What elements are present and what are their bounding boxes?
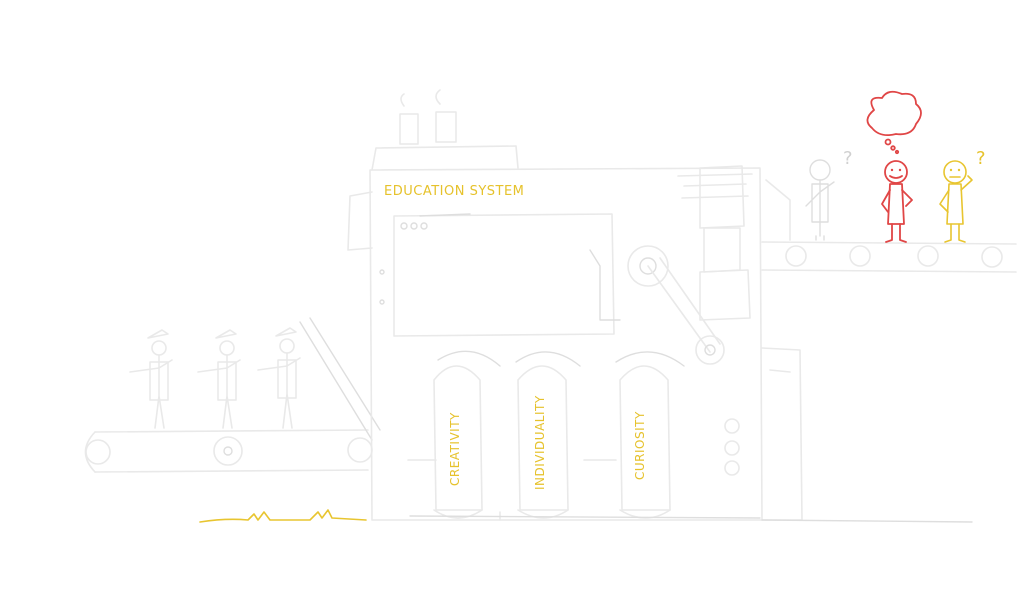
grass-tuft — [199, 509, 367, 523]
yellow-figure — [939, 160, 973, 243]
student-figure-left-1 — [129, 329, 173, 429]
pipe-individuality — [515, 351, 581, 519]
question-mark-yellow: ? — [976, 148, 986, 169]
right-conveyor — [761, 241, 1017, 273]
pipe-label-individuality: INDIVIDUALITY — [533, 395, 547, 490]
pipe-creativity — [433, 350, 501, 519]
grey-figure — [805, 159, 835, 241]
student-figure-left-3 — [257, 327, 301, 429]
question-mark-grey: ? — [843, 148, 853, 169]
student-figure-left-2 — [197, 329, 241, 429]
left-conveyor — [84, 317, 381, 473]
red-figure — [881, 160, 913, 243]
pipe-curiosity — [615, 351, 685, 519]
machine-title: EDUCATION SYSTEM — [384, 184, 525, 199]
floor-line — [409, 515, 973, 523]
pipe-label-curiosity: CURIOSITY — [633, 411, 647, 480]
pipe-label-creativity: CREATIVITY — [448, 412, 462, 486]
thought-bubble — [866, 90, 922, 155]
machine-press — [627, 165, 803, 521]
